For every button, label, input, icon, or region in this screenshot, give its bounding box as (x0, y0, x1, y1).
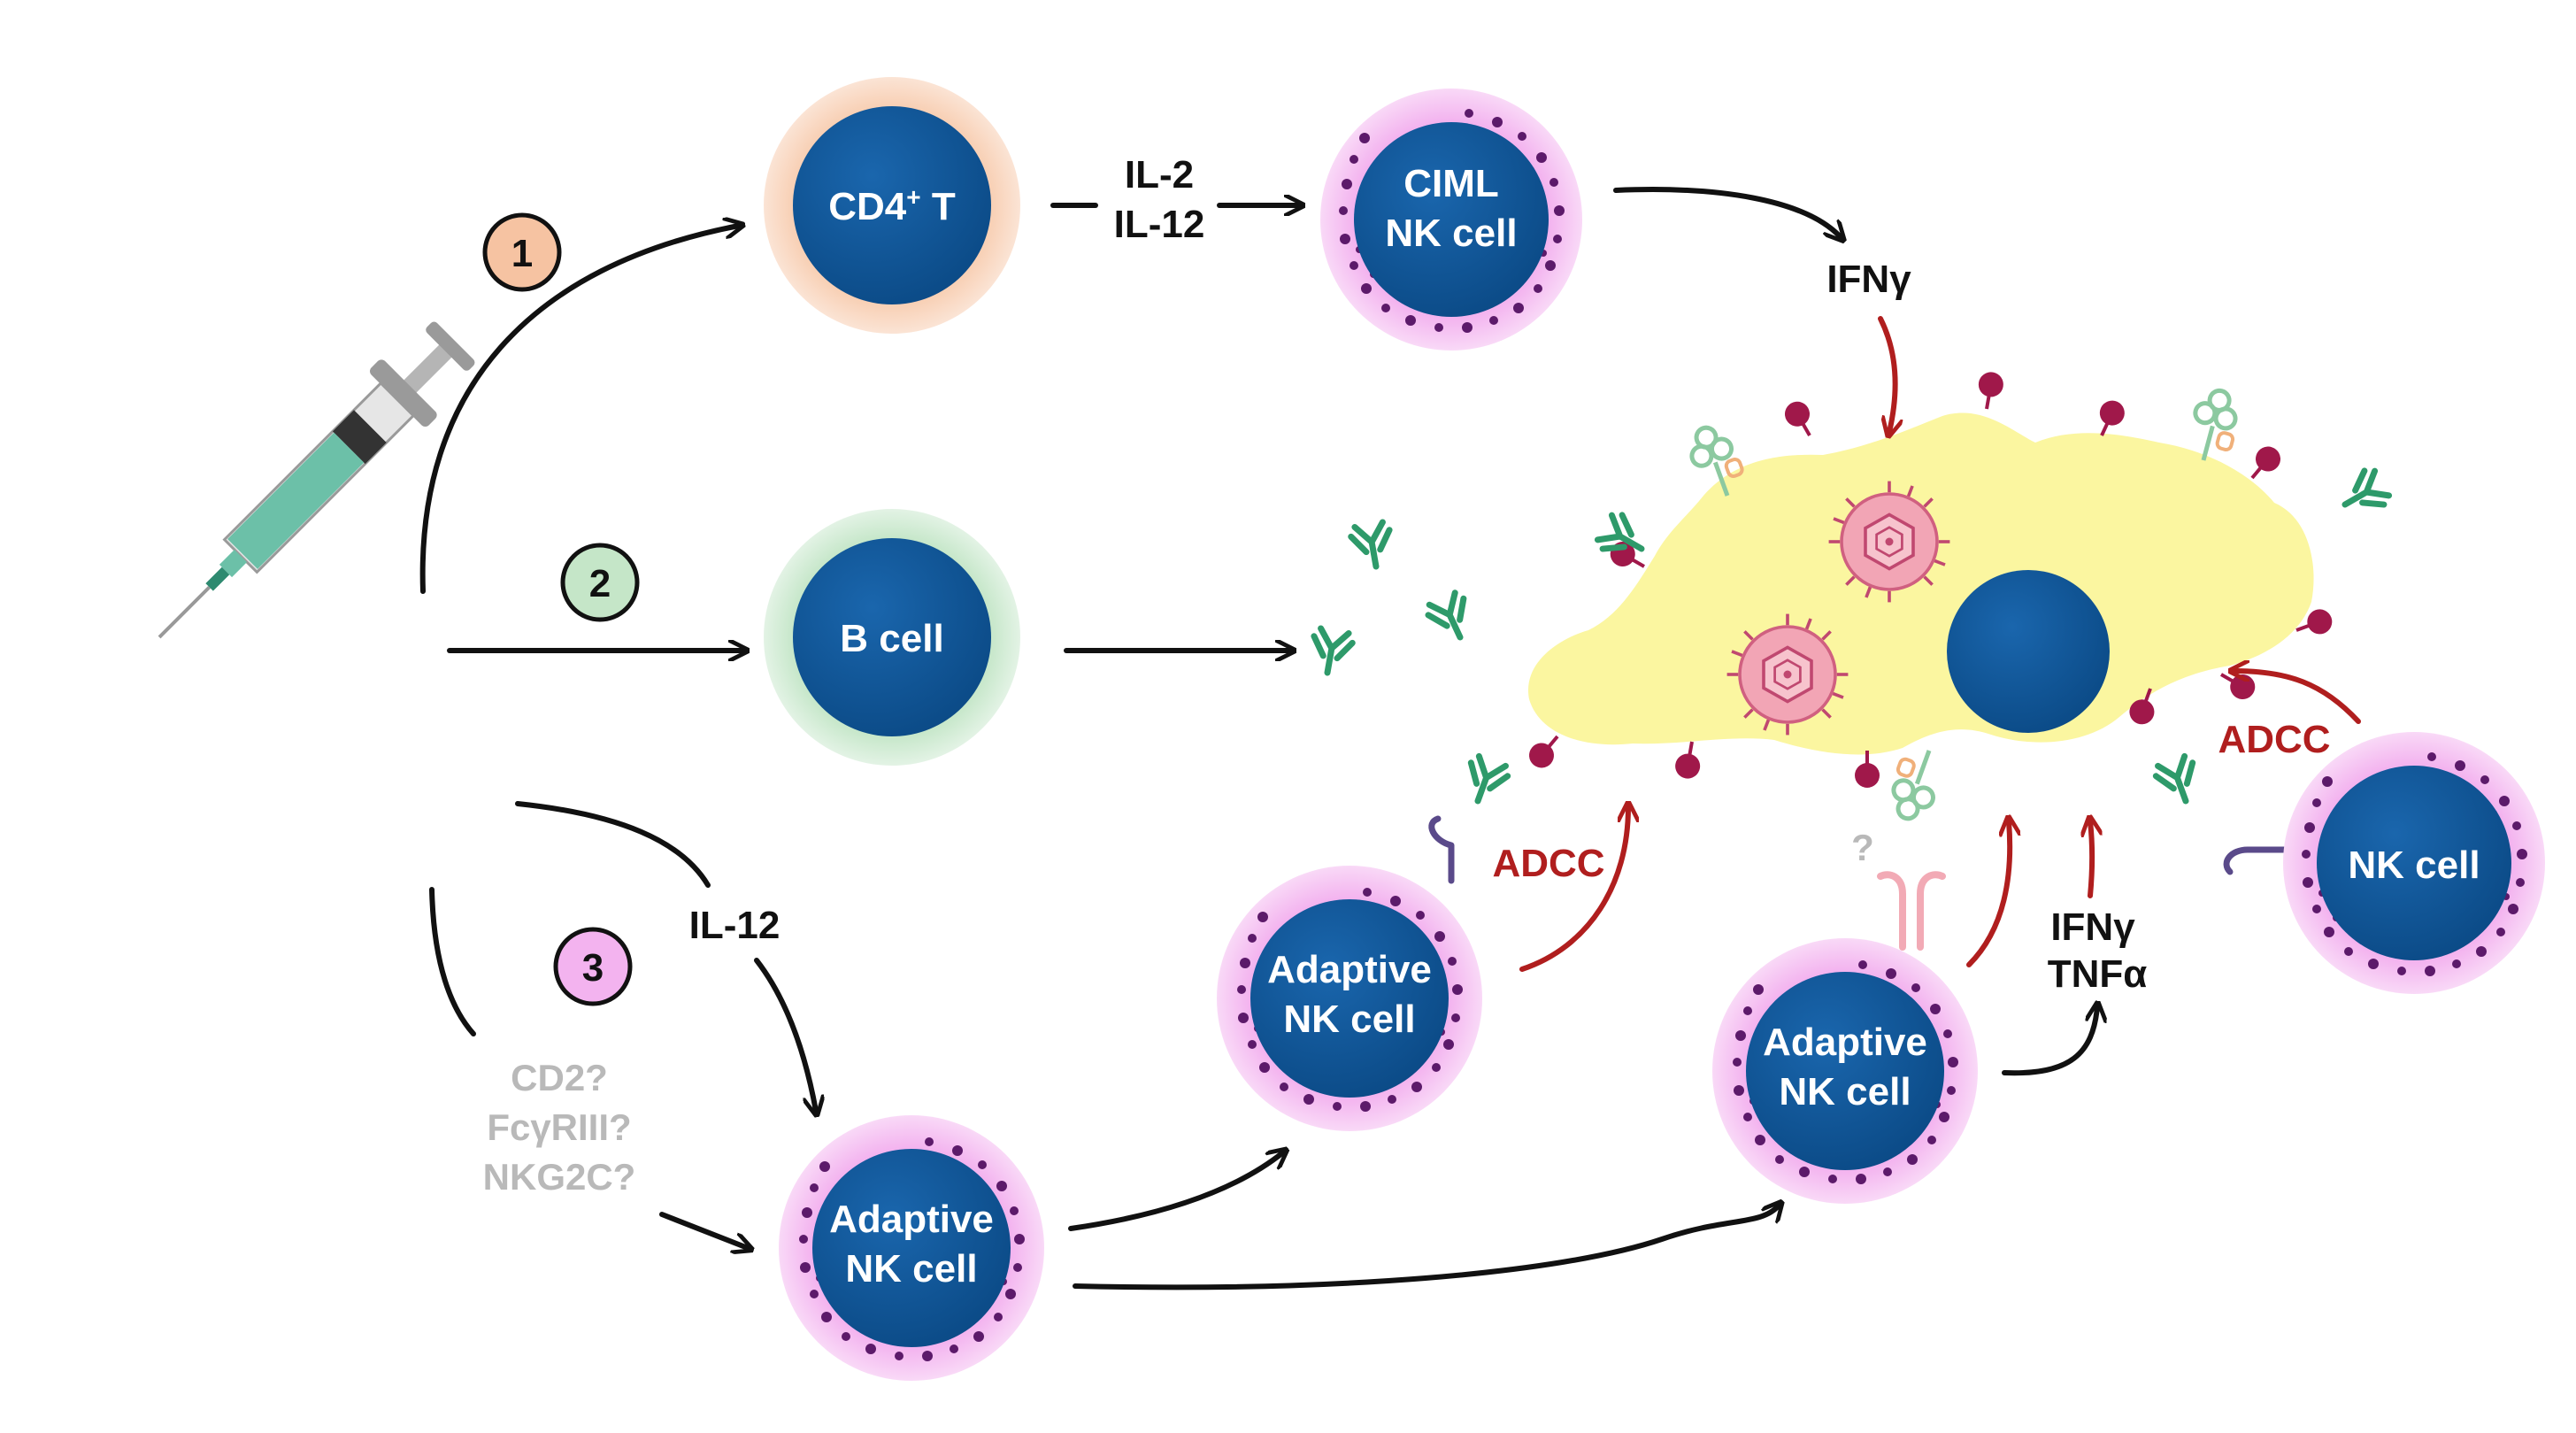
il12-top-label: IL-12 (1114, 203, 1205, 246)
arrow-adaptive-adcc (1519, 807, 1628, 972)
antigen-icon (1522, 727, 1569, 775)
svg-text:B cell: B cell (840, 617, 943, 660)
step-1-badge: 1 (482, 212, 562, 292)
nkg2c-label: NKG2C? (483, 1156, 636, 1198)
arrow-syringe-to-il12 (515, 801, 711, 888)
target-cell-body (1527, 412, 2314, 755)
antibody-icon (2335, 466, 2392, 521)
antigen-icon (1853, 749, 1881, 790)
ifng-top-label: IFNγ (1826, 258, 1911, 301)
arrow-adaptive-to-adaptive-right (1073, 1206, 1779, 1290)
arrow-syringe-to-cd4 (419, 226, 739, 594)
antibody-icon (2153, 754, 2204, 807)
svg-text:NK cell: NK cell (2348, 844, 2480, 887)
arrow-nk-adcc (2234, 671, 2361, 724)
step-3-badge: 3 (553, 927, 633, 1006)
arrow-ciml-to-ifng (1613, 187, 1841, 237)
arrow-ifng-to-target (1878, 316, 1895, 432)
step-2-badge: 2 (560, 543, 640, 622)
receptor-icon (1883, 743, 1949, 825)
syringe-icon (158, 321, 475, 639)
antibody-icon (1425, 590, 1478, 645)
antibody-icon (1459, 754, 1511, 807)
svg-text:Adaptive: Adaptive (1267, 948, 1432, 991)
virus-icon (1725, 612, 1850, 737)
cd4-t-cell: CD4+ T (764, 77, 1020, 334)
nk-cell: NK cell (2283, 732, 2545, 994)
b-cell: B cell (764, 509, 1020, 766)
arrow-cytokine-to-target (2090, 821, 2092, 898)
svg-text:NK cell: NK cell (1779, 1070, 1911, 1113)
svg-text:Adaptive: Adaptive (829, 1198, 994, 1241)
svg-text:CD4+ T: CD4+ T (828, 183, 956, 228)
svg-text:3: 3 (582, 946, 604, 990)
adcc-left-label: ADCC (1492, 842, 1604, 885)
svg-text:1: 1 (511, 232, 533, 275)
svg-text:NK cell: NK cell (1283, 998, 1415, 1041)
arrow-adaptive-to-cytokines (2002, 1007, 2097, 1076)
ifng-bottom-label: IFNγ (2050, 905, 2135, 949)
antibody-icon (1308, 628, 1354, 676)
ciml-nk-cell: CIML NK cell (1320, 89, 1582, 351)
cd2-label: CD2? (511, 1057, 608, 1098)
fcgriii-label: FcγRIII? (487, 1106, 631, 1148)
arrow-adaptive-to-adaptive-mid (1068, 1152, 1283, 1231)
adaptive-nk-cell-middle: Adaptive NK cell (1217, 866, 1482, 1131)
arrow-receptors-to-adaptive (659, 1212, 748, 1248)
question-mark-label: ? (1851, 827, 1874, 868)
target-cell-nucleus (1947, 570, 2110, 733)
antigen-icon (1671, 737, 1706, 782)
adaptive-nk-cell-bottom: Adaptive NK cell (779, 1115, 1044, 1381)
tnfa-label: TNFα (2048, 952, 2148, 996)
svg-text:2: 2 (589, 562, 611, 605)
arrow-il12-to-adaptive (754, 958, 816, 1111)
antigen-icon (1778, 395, 1823, 443)
adaptive-nk-cell-right: Adaptive NK cell (1712, 938, 1978, 1204)
il12-mid-label: IL-12 (689, 904, 780, 947)
antibody-icon (1350, 521, 1396, 570)
fc-receptor-icon (1428, 815, 1455, 884)
arrow-syringe-to-receptors (429, 887, 476, 1036)
svg-text:NK cell: NK cell (1385, 212, 1517, 255)
nk-receptor-icon (1877, 871, 1946, 951)
il2-label: IL-2 (1125, 153, 1194, 196)
svg-text:NK cell: NK cell (845, 1247, 977, 1290)
arrow-adaptive-right-to-target (1966, 821, 2010, 967)
fc-receptor-icon (2223, 846, 2295, 875)
adcc-right-label: ADCC (2218, 718, 2330, 761)
virus-icon (1826, 479, 1952, 605)
infected-target-cell (1522, 368, 2338, 825)
antigen-icon (1972, 368, 2008, 413)
svg-text:CIML: CIML (1403, 162, 1499, 205)
svg-text:Adaptive: Adaptive (1763, 1021, 1927, 1064)
